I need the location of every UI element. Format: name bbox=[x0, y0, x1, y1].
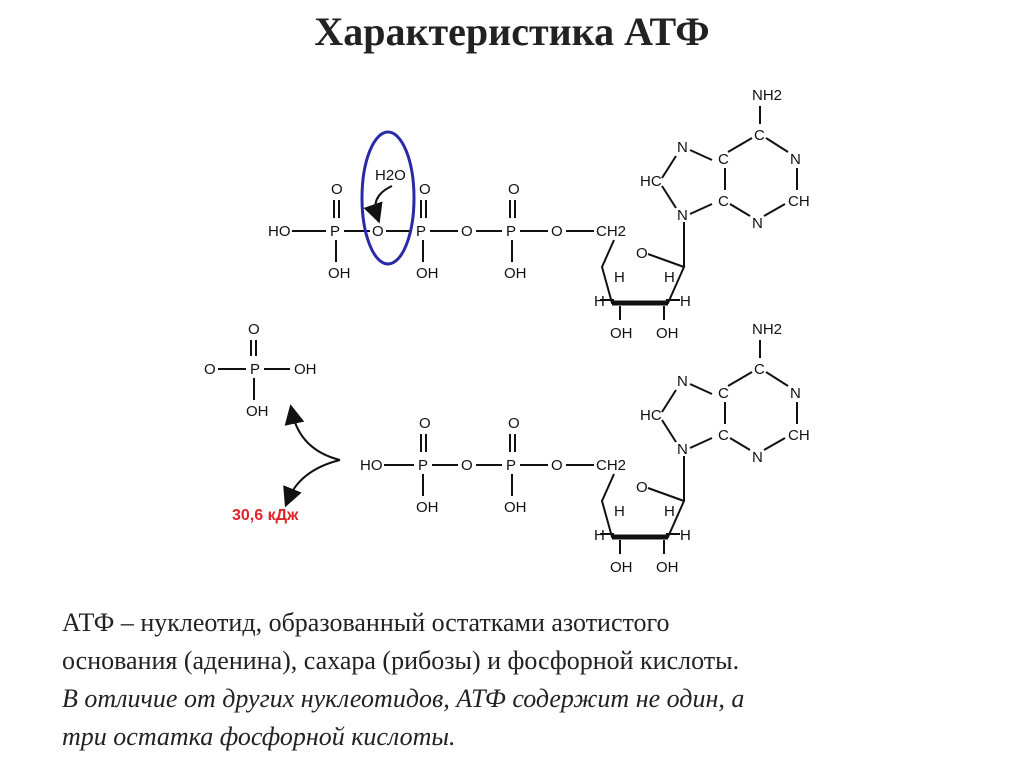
caption-line-italic: три остатка фосфорной кислоты. bbox=[62, 722, 456, 751]
atp-ribose-h1: H bbox=[614, 269, 625, 286]
atp-ribose-h3: H bbox=[594, 293, 605, 310]
adp-adenine-n4: N bbox=[677, 441, 688, 458]
atp-bond bbox=[661, 155, 677, 179]
atp-label-oh1: OH bbox=[328, 265, 351, 282]
atp-adenine-n4: N bbox=[677, 207, 688, 224]
atp-bond bbox=[689, 149, 713, 161]
adp-adenine-c3: C bbox=[718, 385, 729, 402]
adp-molecule: HO P O P O CH2 O OH OH O O H H H H OH OH bbox=[360, 321, 810, 576]
atp-ribose-oh2: OH bbox=[656, 325, 679, 342]
atp-adenine-n2: N bbox=[752, 215, 763, 232]
atp-adenine-c1: C bbox=[754, 127, 765, 144]
page-title: Характеристика АТФ bbox=[314, 9, 710, 54]
atp-label-oh3: OH bbox=[504, 265, 527, 282]
pa-label-oh-right: OH bbox=[294, 361, 317, 378]
atp-label-oh2: OH bbox=[416, 265, 439, 282]
adp-label-o1: O bbox=[461, 457, 473, 474]
atp-adenine-ch: CH bbox=[788, 193, 810, 210]
water-attack-arrow bbox=[363, 185, 393, 224]
adp-ribose-h1: H bbox=[614, 503, 625, 520]
adp-label-p2: P bbox=[506, 457, 516, 474]
atp-hydrolysis-diagram: HO P O P O P O CH2 O OH OH OH O O H2O bbox=[204, 87, 810, 576]
adp-bond bbox=[689, 437, 713, 449]
adp-adenine-ch: CH bbox=[788, 427, 810, 444]
atp-adenine-n3: N bbox=[677, 139, 688, 156]
water-label: H2O bbox=[375, 167, 406, 184]
atp-bond bbox=[729, 203, 751, 217]
adp-adenine-n2: N bbox=[752, 449, 763, 466]
atp-ribose-h4: H bbox=[680, 293, 691, 310]
energy-label: 30,6 кДж bbox=[232, 507, 299, 524]
pa-label-o-left: O bbox=[204, 361, 216, 378]
adp-label-o2: O bbox=[551, 457, 563, 474]
atp-bond bbox=[765, 137, 789, 153]
caption-line: основания (аденина), сахара (рибозы) и ф… bbox=[62, 646, 740, 675]
atp-bond bbox=[689, 203, 713, 215]
atp-label-p3: P bbox=[506, 223, 516, 240]
adp-bond bbox=[689, 383, 713, 395]
adp-adenine-c2: C bbox=[718, 427, 729, 444]
hydrolysis-site-highlight bbox=[360, 130, 416, 266]
adp-adenine-hc: HC bbox=[640, 407, 662, 424]
adp-ribose-o: O bbox=[636, 479, 648, 496]
adp-ribose-oh2: OH bbox=[656, 559, 679, 576]
adp-bond bbox=[765, 371, 789, 387]
adp-ribose-h2: H bbox=[664, 503, 675, 520]
phosphoric-acid: O O P OH OH bbox=[204, 321, 317, 420]
caption-line: АТФ – нуклеотид, образованный остатками … bbox=[62, 608, 670, 637]
adp-adenine-n1: N bbox=[790, 385, 801, 402]
pa-label-oh-bottom: OH bbox=[246, 403, 269, 420]
atp-adenine-c3: C bbox=[718, 151, 729, 168]
adp-label-oh2: OH bbox=[504, 499, 527, 516]
atp-label-o2: O bbox=[461, 223, 473, 240]
atp-molecule: HO P O P O P O CH2 O OH OH OH O O H2O bbox=[268, 87, 810, 508]
pa-label-p: P bbox=[250, 361, 260, 378]
atp-label-ho: HO bbox=[268, 223, 291, 240]
adp-label-p1: P bbox=[418, 457, 428, 474]
atp-adenine-nh2: NH2 bbox=[752, 87, 782, 104]
adp-adenine-c1: C bbox=[754, 361, 765, 378]
adp-bond bbox=[661, 389, 677, 413]
atp-bond bbox=[727, 137, 753, 153]
adp-label-o-top2: O bbox=[508, 415, 520, 432]
atp-label-p1: P bbox=[330, 223, 340, 240]
caption-text: АТФ – нуклеотид, образованный остатками … bbox=[62, 604, 982, 756]
atp-label-o-top2: O bbox=[419, 181, 431, 198]
adp-bond bbox=[729, 437, 751, 451]
adp-label-ho: HO bbox=[360, 457, 383, 474]
atp-ribose-h2: H bbox=[664, 269, 675, 286]
adp-label-o-top1: O bbox=[419, 415, 431, 432]
adp-ribose-h3: H bbox=[594, 527, 605, 544]
atp-bond bbox=[661, 185, 677, 209]
adp-bond bbox=[763, 437, 786, 451]
atp-adenine-c2: C bbox=[718, 193, 729, 210]
atp-adenine-n1: N bbox=[790, 151, 801, 168]
atp-label-o3: O bbox=[551, 223, 563, 240]
adp-adenine-n3: N bbox=[677, 373, 688, 390]
adp-adenine-nh2: NH2 bbox=[752, 321, 782, 338]
hydrolysis-arrow bbox=[283, 459, 341, 508]
adp-label-ch2: CH2 bbox=[596, 457, 626, 474]
atp-label-p2: P bbox=[416, 223, 426, 240]
atp-bond bbox=[763, 203, 786, 217]
adp-ribose-h4: H bbox=[680, 527, 691, 544]
caption-line-italic: В отличие от других нуклеотидов, АТФ сод… bbox=[62, 684, 745, 713]
atp-ribose-o: O bbox=[636, 245, 648, 262]
adp-label-oh1: OH bbox=[416, 499, 439, 516]
adp-ribose-oh1: OH bbox=[610, 559, 633, 576]
atp-label-o-top3: O bbox=[508, 181, 520, 198]
atp-label-ch2: CH2 bbox=[596, 223, 626, 240]
adp-bond bbox=[661, 419, 677, 443]
atp-adenine-hc: HC bbox=[640, 173, 662, 190]
atp-label-o-top1: O bbox=[331, 181, 343, 198]
adp-bond bbox=[727, 371, 753, 387]
phosphate-release-arrow bbox=[284, 404, 341, 461]
atp-ribose-oh1: OH bbox=[610, 325, 633, 342]
atp-label-o1: O bbox=[372, 223, 384, 240]
pa-label-o-top: O bbox=[248, 321, 260, 338]
